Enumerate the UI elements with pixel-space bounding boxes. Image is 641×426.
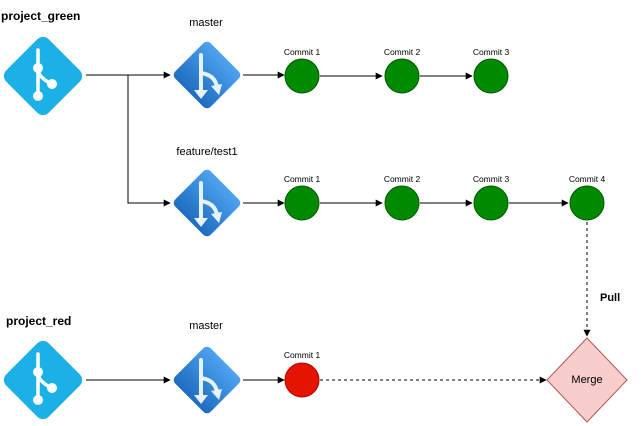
commit-node-green-feature-2 <box>384 185 420 221</box>
repo-title-red: project_red <box>6 314 72 328</box>
commit-node-green-master-1 <box>284 58 320 94</box>
repo-title-green: project_green <box>1 9 81 23</box>
commit-label: Commit 1 <box>283 47 321 57</box>
commit-label: Commit 3 <box>472 47 510 57</box>
branch-title-red-master: master <box>189 320 223 332</box>
git-branch-icon <box>173 41 241 109</box>
commit-label: Commit 1 <box>283 174 321 184</box>
commit-label: Commit 2 <box>383 174 421 184</box>
commit-node-green-master-2 <box>384 58 420 94</box>
commit-node-green-feature-4 <box>569 185 605 221</box>
git-branch-icon <box>173 169 241 237</box>
commit-node-green-feature-1 <box>284 185 320 221</box>
pull-label: Pull <box>600 292 621 304</box>
commit-node-green-master-3 <box>473 58 509 94</box>
commit-label: Commit 1 <box>283 350 321 360</box>
connectors <box>86 71 591 384</box>
commit-label: Commit 2 <box>383 47 421 57</box>
git-logo-icon <box>3 36 83 116</box>
merge-node <box>546 337 628 423</box>
branch-title-green-master: master <box>189 17 223 29</box>
commit-label: Commit 4 <box>568 174 606 184</box>
commit-node-green-feature-3 <box>473 185 509 221</box>
commit-label: Commit 3 <box>472 174 510 184</box>
merge-label: Merge <box>571 374 603 386</box>
git-logo-icon <box>3 340 83 420</box>
commits <box>284 58 605 398</box>
edge-green-repo-to-feature <box>127 75 171 207</box>
commit-node-red-master-1 <box>284 362 320 398</box>
branch-title-green-feature: feature/test1 <box>176 146 238 158</box>
git-branch-icon <box>173 346 241 414</box>
